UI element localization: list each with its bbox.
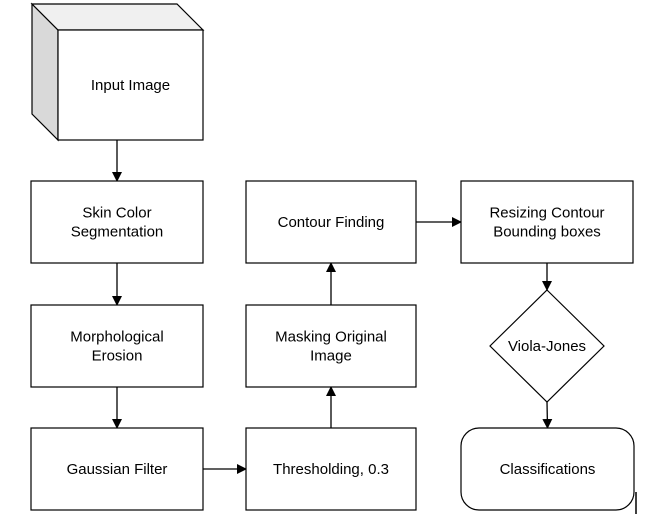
process-box xyxy=(245,427,417,511)
node-label: Classifications xyxy=(500,461,596,478)
node-label: Viola-Jones xyxy=(508,338,586,355)
node-label: Segmentation xyxy=(71,224,164,241)
process-box xyxy=(460,427,635,511)
process-box xyxy=(30,180,204,264)
node-input-image: Input Image xyxy=(30,2,205,142)
process-box xyxy=(30,304,204,388)
node-label: Contour Finding xyxy=(278,214,385,231)
node-label: Erosion xyxy=(92,348,143,365)
cube-top-face xyxy=(30,3,205,31)
edge-viola-to-classifications xyxy=(542,401,553,429)
decision-diamond xyxy=(489,289,605,403)
node-label: Morphological xyxy=(70,329,163,346)
process-box xyxy=(30,427,204,511)
node-threshold: Thresholding, 0.3 xyxy=(245,427,417,511)
process-box xyxy=(460,180,634,264)
process-box xyxy=(245,180,417,264)
node-label: Thresholding, 0.3 xyxy=(273,461,389,478)
node-classifications: Classifications xyxy=(460,427,635,511)
node-label: Gaussian Filter xyxy=(67,461,168,478)
node-gaussian: Gaussian Filter xyxy=(30,427,204,511)
node-label: Image xyxy=(310,348,352,365)
node-label: Skin Color xyxy=(82,205,151,222)
node-label: Input Image xyxy=(91,77,170,94)
node-viola: Viola-Jones xyxy=(489,289,605,403)
node-label: Masking Original xyxy=(275,329,387,346)
node-label: Bounding boxes xyxy=(493,224,601,241)
edges-layer xyxy=(112,114,553,474)
process-box xyxy=(245,304,417,388)
node-contour: Contour Finding xyxy=(245,180,417,264)
cube-front-face xyxy=(57,29,204,141)
node-label: Resizing Contour xyxy=(489,205,604,222)
